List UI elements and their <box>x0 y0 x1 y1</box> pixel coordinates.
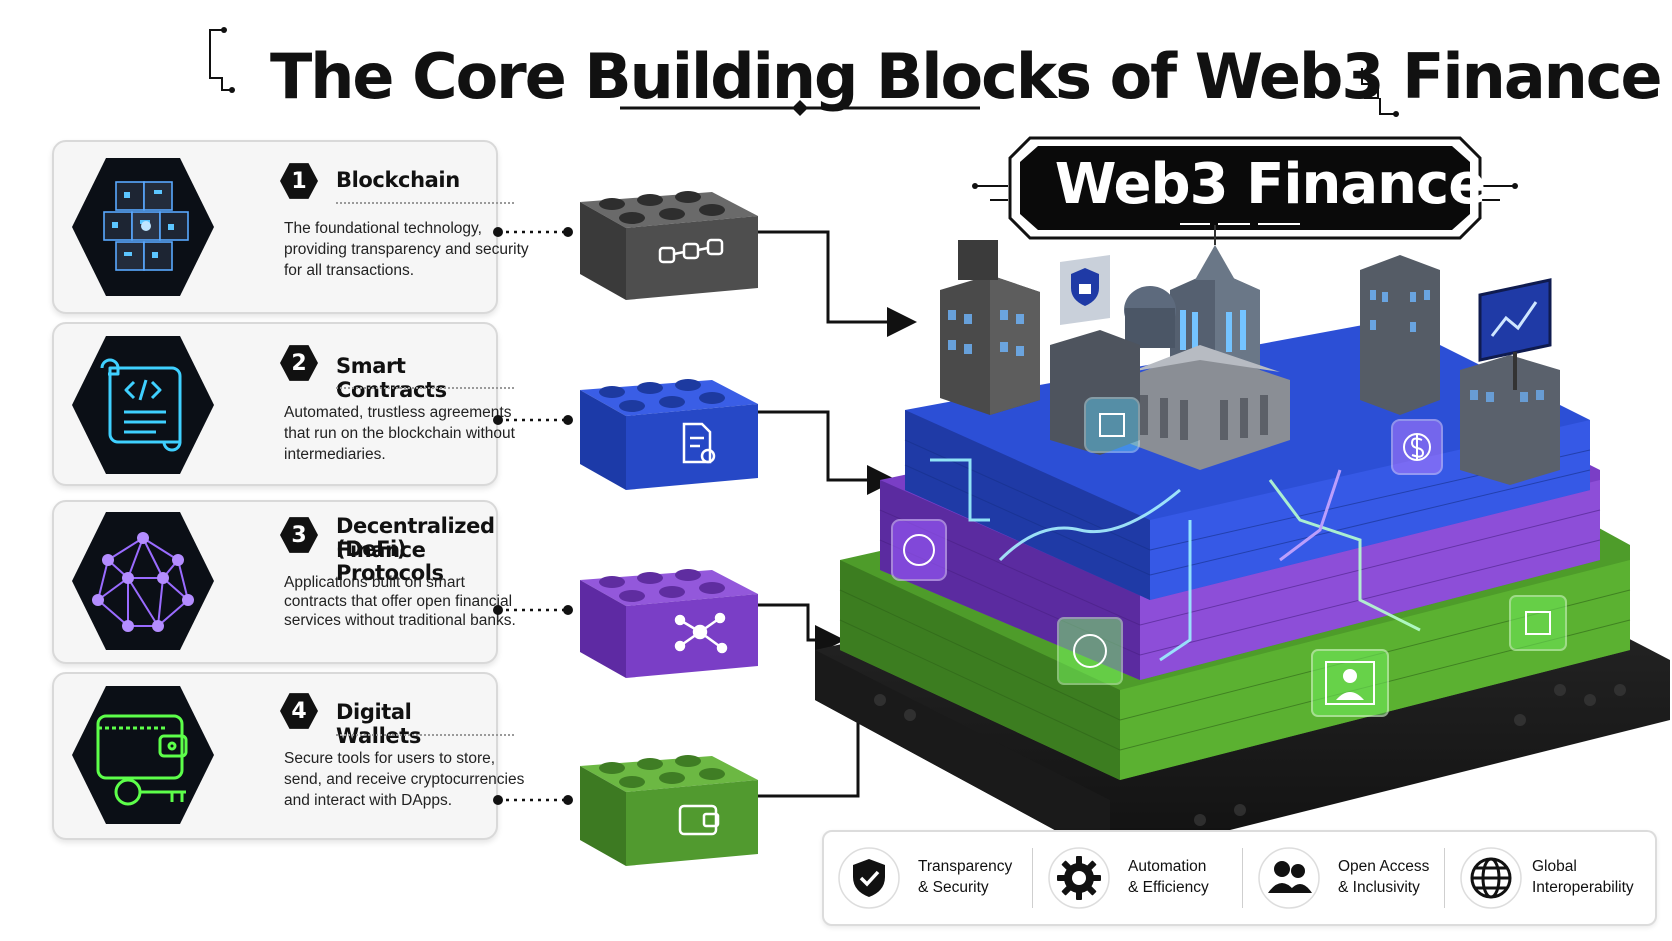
blockchain-cubes-icon <box>72 158 214 296</box>
card-blockchain: 1 Blockchain The foundational technology… <box>52 140 529 314</box>
card-title: Blockchain <box>336 168 460 192</box>
wallet-icon <box>678 804 720 836</box>
brick-digital-wallets <box>580 755 758 866</box>
holo-panel-green-right <box>1509 595 1567 651</box>
contract-document-icon <box>682 422 716 464</box>
security-lock-sign <box>1060 255 1110 325</box>
gear-icon <box>1048 847 1110 909</box>
benefit-label: Transparency & Security <box>918 858 1013 896</box>
step-number-badge: 4 <box>280 693 318 729</box>
card-title: Smart Contracts <box>336 354 447 402</box>
step-number-badge: 1 <box>280 163 318 199</box>
benefit-label: Global Interoperability <box>1532 858 1634 896</box>
card-description: Secure tools for users to store, send, a… <box>284 750 525 809</box>
benefit-interoperability: Global Interoperability <box>1446 832 1654 924</box>
card-title-line2: (DeFi) Protocols <box>336 537 444 585</box>
benefits-bar: Transparency & Security Automation & Eff… <box>822 830 1657 926</box>
holo-panel-purple-cube <box>891 519 947 581</box>
holo-panel-purple-dollar <box>1391 419 1443 475</box>
card-divider <box>336 734 514 736</box>
benefit-open-access: Open Access & Inclusivity <box>1244 832 1452 924</box>
card-connectors <box>498 230 568 802</box>
holo-panel-user <box>1311 649 1389 717</box>
chain-link-icon <box>658 238 724 264</box>
card-description: The foundational technology, providing t… <box>284 220 529 279</box>
title-decoration <box>209 27 1399 117</box>
card-description: Applications built on smart contracts th… <box>284 574 516 629</box>
chart-billboard <box>1478 278 1552 390</box>
card-divider <box>336 202 514 204</box>
web3-finance-badge <box>972 136 1518 240</box>
benefit-divider <box>1242 848 1243 908</box>
card-defi-protocols: 3 Decentralized Finance (DeFi) Protocols… <box>52 500 516 664</box>
holo-panel-green-cube <box>1057 617 1123 685</box>
network-nodes-icon <box>72 512 214 650</box>
benefit-divider <box>1032 848 1033 908</box>
wallet-key-icon <box>72 686 214 824</box>
benefit-label: Automation & Efficiency <box>1128 858 1209 896</box>
web3-city-illustration <box>815 225 1670 860</box>
page-title: The Core Building Blocks of Web3 Finance <box>270 40 1663 113</box>
brick-smart-contracts <box>580 379 758 490</box>
brick-blockchain <box>580 191 758 300</box>
step-number-badge: 3 <box>280 517 318 553</box>
holo-panel-blue <box>1084 397 1140 453</box>
benefit-automation: Automation & Efficiency <box>1034 832 1242 924</box>
benefit-transparency: Transparency & Security <box>824 832 1032 924</box>
title-area: The Core Building Blocks of Web3 Finance <box>0 18 1672 128</box>
step-number-badge: 2 <box>280 345 318 381</box>
code-scroll-icon <box>72 336 214 474</box>
card-description: Automated, trustless agreements that run… <box>284 404 515 463</box>
shield-check-icon <box>838 847 900 909</box>
brick-defi-protocols <box>580 569 758 678</box>
users-icon <box>1258 847 1320 909</box>
benefit-divider <box>1444 848 1445 908</box>
web3-finance-label: Web3 Finance <box>1054 152 1486 217</box>
card-smart-contracts: 2 Smart Contracts Automated, trustless a… <box>52 322 515 486</box>
card-title-line1: Decentralized Finance <box>336 514 495 562</box>
card-digital-wallets: 4 Digital Wallets Secure tools for users… <box>52 672 524 840</box>
card-divider <box>336 387 514 389</box>
card-title: Digital Wallets <box>336 700 421 748</box>
benefit-label: Open Access & Inclusivity <box>1338 858 1430 896</box>
globe-icon <box>1460 847 1522 909</box>
network-hub-icon <box>674 612 728 654</box>
